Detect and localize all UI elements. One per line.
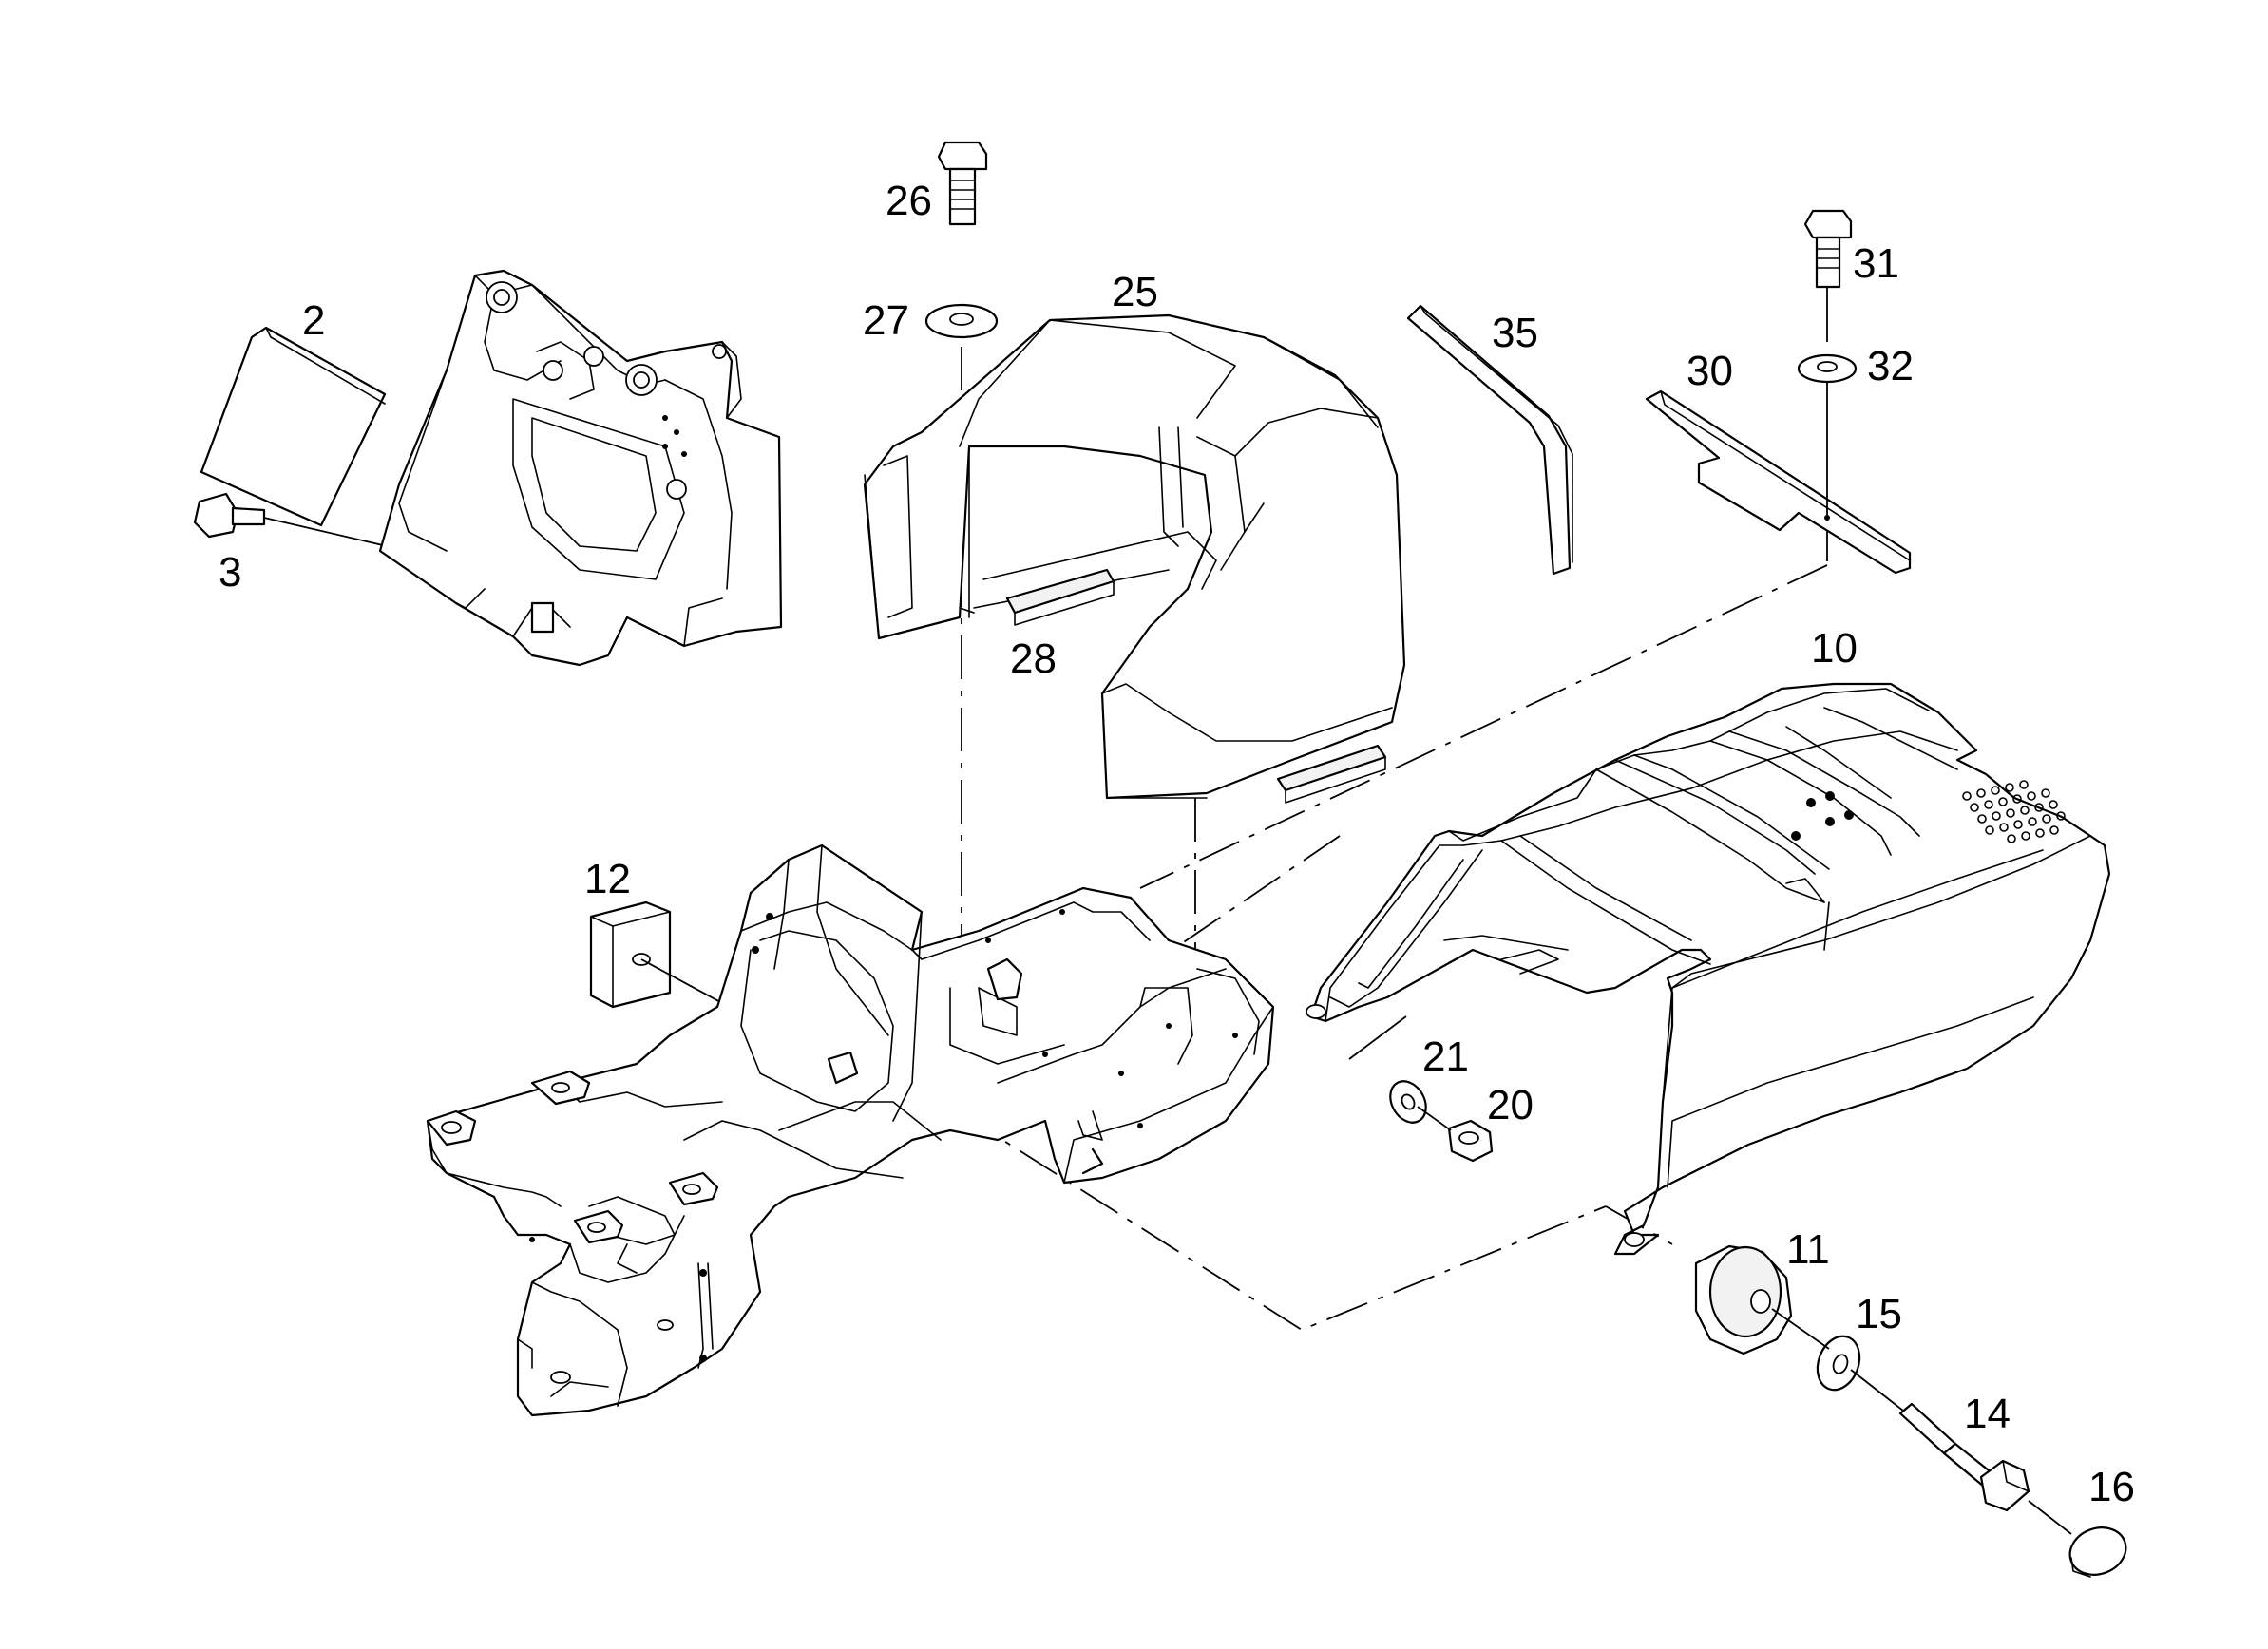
part-16-cap [2068, 1526, 2127, 1578]
callout-30: 30 [1687, 348, 1733, 394]
callout-26: 26 [886, 178, 932, 224]
callout-labels: 2 3 10 11 12 14 15 16 20 21 25 26 27 28 … [219, 178, 2135, 1510]
part-25-upper-cowl [863, 313, 1406, 804]
callout-3: 3 [219, 549, 241, 596]
part-20-nut [1417, 1106, 1494, 1163]
callout-2: 2 [302, 297, 325, 344]
part-3-bolt [193, 492, 490, 571]
part-30-bracket [1645, 389, 1912, 575]
part-14-bolt [1850, 1369, 2072, 1535]
part-2-plate [200, 326, 387, 527]
callout-10: 10 [1811, 625, 1858, 672]
part-31-bolt [1803, 209, 1853, 342]
part-11-rubber-mount [1694, 1244, 1793, 1355]
part-26-bolt [937, 141, 988, 226]
callout-21: 21 [1422, 1033, 1469, 1080]
callout-14: 14 [1964, 1391, 2011, 1437]
part-32-washer [1797, 353, 1858, 518]
cowl-grille [1962, 780, 2066, 843]
callout-25: 25 [1112, 269, 1158, 315]
upper-frame-tower [378, 269, 783, 667]
callout-20: 20 [1487, 1082, 1534, 1128]
lower-main-frame [426, 843, 1275, 1417]
callout-11: 11 [1786, 1226, 1830, 1273]
part-35-strip [1406, 304, 1573, 576]
callout-32: 32 [1867, 343, 1914, 389]
part-27-washer [924, 303, 999, 339]
callout-31: 31 [1853, 240, 1899, 287]
callout-12: 12 [584, 856, 631, 902]
part-21-washer [1348, 1015, 1427, 1124]
part-15-washer [1771, 1308, 1861, 1392]
part-10-rear-cowl [1306, 682, 2111, 1256]
callout-15: 15 [1856, 1291, 1902, 1337]
callout-35: 35 [1492, 310, 1538, 356]
callout-16: 16 [2088, 1464, 2135, 1510]
callout-28: 28 [1010, 635, 1057, 682]
callout-27: 27 [863, 297, 909, 344]
